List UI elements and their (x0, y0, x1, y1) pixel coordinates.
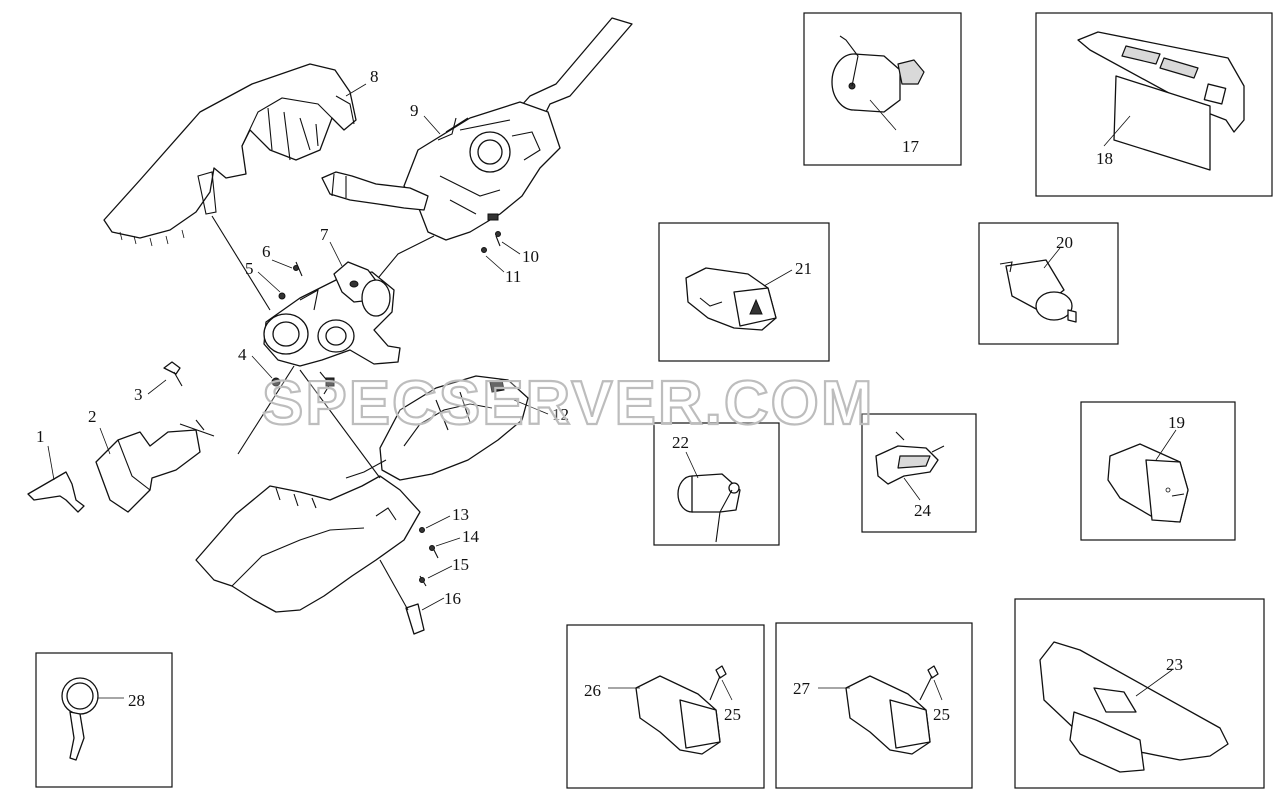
callout-25b: 25 (933, 705, 950, 724)
callout-3: 3 (134, 385, 143, 404)
upper-shroud-part (103, 63, 357, 311)
callout-19: 19 (1168, 413, 1185, 432)
part-23-window-switch-panel (1039, 641, 1229, 773)
callout-26: 26 (584, 681, 601, 700)
callout-7: 7 (320, 225, 329, 244)
callout-13: 13 (452, 505, 469, 524)
callout-16: 16 (444, 589, 461, 608)
part-19-fog-lamp-switch (1107, 443, 1189, 523)
callout-11: 11 (505, 267, 521, 286)
lower-shroud-part (195, 369, 529, 613)
callout-5: 5 (245, 259, 254, 278)
leader-lines (47, 83, 1177, 701)
screws-13-16 (379, 527, 439, 635)
bracket-parts (27, 361, 295, 513)
part-27-switch (845, 665, 939, 755)
callout-17: 17 (902, 137, 920, 156)
watermark-text: SPECSERVER.COM (262, 369, 875, 438)
part-22-sensor (677, 473, 741, 543)
part-24-switch (875, 431, 945, 485)
callout-22: 22 (672, 433, 689, 452)
callout-14: 14 (462, 527, 480, 546)
callout-9: 9 (410, 101, 419, 120)
callout-24: 24 (914, 501, 932, 520)
callout-21: 21 (795, 259, 812, 278)
callout-27: 27 (793, 679, 811, 698)
callout-20: 20 (1056, 233, 1073, 252)
part-28-cable-tie (61, 677, 99, 761)
small-fasteners (271, 231, 501, 387)
part-18-window-switch-panel (1077, 31, 1245, 171)
callout-6: 6 (262, 242, 271, 261)
inset-box-28 (35, 652, 173, 788)
callout-8: 8 (370, 67, 379, 86)
callout-25a: 25 (724, 705, 741, 724)
part-17-sensor (831, 35, 925, 113)
part-26-switch (635, 665, 727, 755)
callout-2: 2 (88, 407, 97, 426)
callout-28: 28 (128, 691, 145, 710)
callout-10: 10 (522, 247, 539, 266)
part-21-hazard-switch (685, 267, 777, 331)
callout-1: 1 (36, 427, 45, 446)
callout-labels: 1 2 3 4 5 6 7 8 9 10 11 12 13 14 15 16 1… (36, 67, 1185, 724)
part-20-switch (999, 259, 1077, 323)
callout-4: 4 (238, 345, 247, 364)
callout-23: 23 (1166, 655, 1183, 674)
ignition-lock-assembly-part (263, 261, 401, 395)
callout-15: 15 (452, 555, 469, 574)
combination-switch-part (321, 17, 633, 313)
callout-18: 18 (1096, 149, 1113, 168)
callout-12: 12 (552, 405, 569, 424)
